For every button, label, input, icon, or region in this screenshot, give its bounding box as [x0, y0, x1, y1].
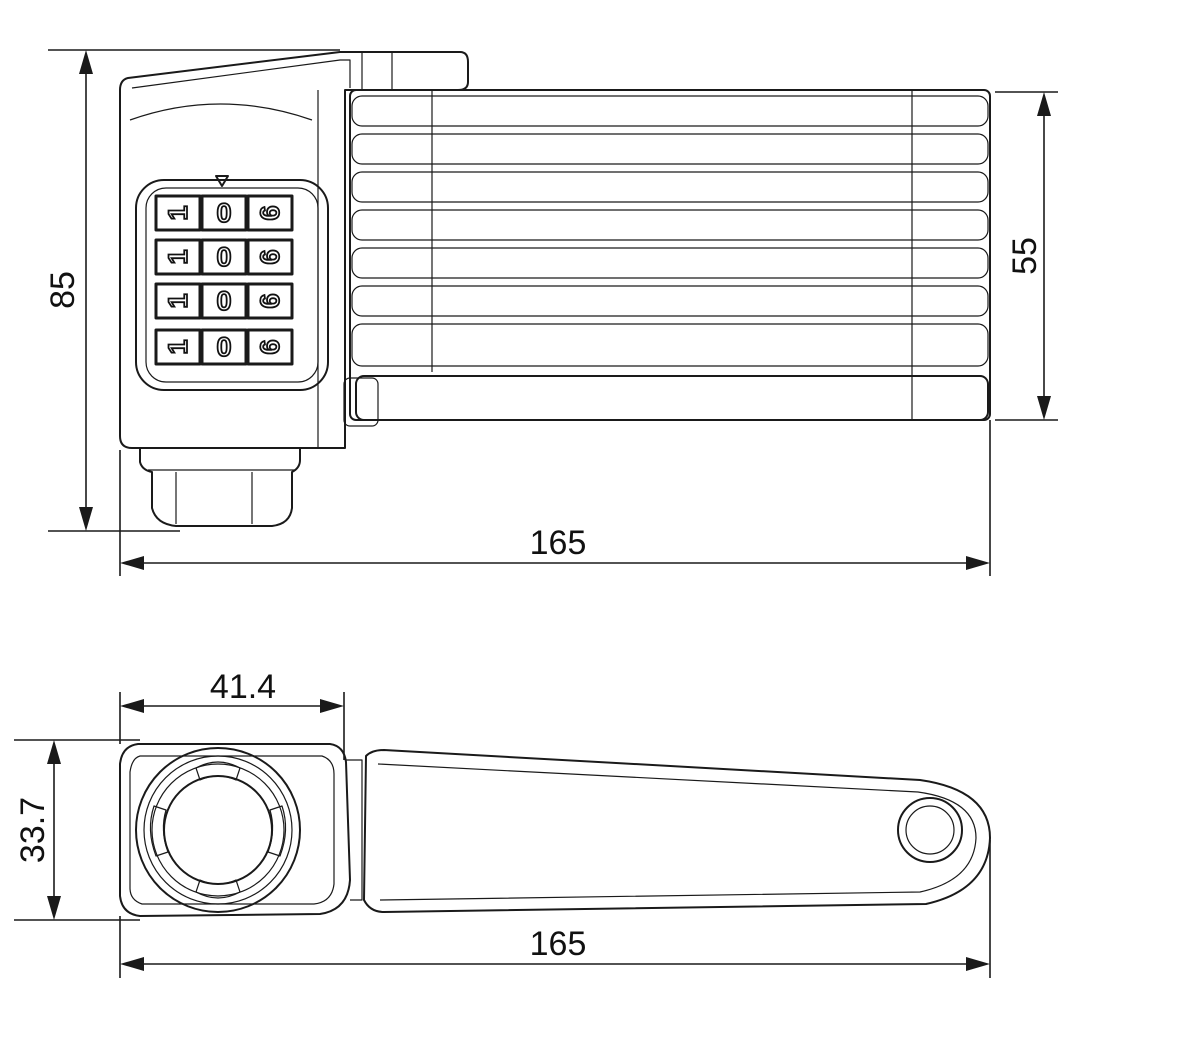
- side-view-dimensions: 41.4 33.7 165: [14, 668, 991, 978]
- cylinder-hinge: [343, 377, 379, 427]
- arrow-icon: [1037, 396, 1051, 420]
- dial-cell: [154, 238, 202, 276]
- lock-head-flap: [131, 59, 351, 89]
- lug: [195, 761, 241, 781]
- rib: [351, 247, 989, 279]
- dimension-label-165-bottom: 165: [530, 925, 587, 963]
- dial-digit: 6: [255, 205, 285, 220]
- rib: [351, 133, 989, 165]
- arrow-icon: [79, 50, 93, 74]
- side-connector: [346, 759, 363, 901]
- lug: [267, 805, 287, 857]
- arrow-icon: [320, 699, 344, 713]
- side-view-lock: [119, 743, 991, 917]
- arrow-icon: [120, 556, 144, 570]
- arrow-icon: [120, 957, 144, 971]
- dimension-label-85: 85: [44, 271, 82, 309]
- arrow-icon: [47, 740, 61, 764]
- dial-cell: [200, 238, 248, 276]
- shackle-ring-inner: [151, 763, 285, 897]
- shackle-ring-mid: [143, 755, 293, 905]
- side-head-inner: [129, 755, 335, 905]
- dial-cell: [246, 194, 294, 232]
- cylinder-base-plate: [355, 375, 989, 421]
- side-head-outline: [119, 743, 351, 917]
- dial-digit: 0: [216, 332, 231, 362]
- rib: [351, 95, 989, 127]
- handle-hole-inner: [905, 805, 955, 855]
- dimension-label-165-top: 165: [530, 524, 587, 562]
- rib: [351, 171, 989, 203]
- dimension-label-41-4: 41.4: [210, 668, 276, 706]
- lock-knob: [139, 447, 301, 527]
- cylinder-ribs: [351, 95, 989, 367]
- dial-digit: 0: [216, 242, 231, 272]
- lock-head-inner-curve: [129, 103, 313, 121]
- dial-cell: [246, 282, 294, 320]
- lug: [149, 805, 169, 857]
- dial-cell: [200, 282, 248, 320]
- dial-digit: 1: [163, 339, 193, 354]
- dimension-label-33-7: 33.7: [14, 797, 52, 863]
- dial-window-outer: [135, 179, 329, 391]
- arrow-icon: [47, 896, 61, 920]
- rib: [351, 285, 989, 317]
- side-handle-outline: [363, 749, 991, 913]
- handle-hole-outer: [897, 797, 963, 863]
- top-view-dimensions: 85 55 165: [44, 49, 1058, 576]
- shackle-bore: [163, 775, 273, 885]
- dial-digit: 1: [163, 293, 193, 308]
- arrow-icon: [79, 507, 93, 531]
- rib: [351, 209, 989, 241]
- dial-digit: 0: [216, 198, 231, 228]
- arrow-icon: [120, 699, 144, 713]
- arrow-icon: [1037, 92, 1051, 116]
- dial-cell: [246, 328, 294, 366]
- dial-pointer-icon: [215, 175, 229, 187]
- dial-cell: [154, 194, 202, 232]
- side-handle-inner: [377, 763, 977, 901]
- dial-cell: [200, 328, 248, 366]
- shackle-ring-outer: [135, 747, 301, 913]
- shackle-lugs: [149, 761, 287, 899]
- rib: [351, 323, 989, 367]
- lug: [195, 879, 241, 899]
- dial-cell: [200, 194, 248, 232]
- dial-digit: 1: [163, 249, 193, 264]
- dial-cell: [246, 238, 294, 276]
- dial-digit: 0: [216, 286, 231, 316]
- dimension-label-55: 55: [1006, 237, 1044, 275]
- arrow-icon: [966, 556, 990, 570]
- dial-digit: 6: [255, 293, 285, 308]
- dial-digit: 6: [255, 249, 285, 264]
- dial-digit: 1: [163, 205, 193, 220]
- dial-cell: [154, 328, 202, 366]
- dial-grid: [154, 194, 294, 366]
- arrow-icon: [966, 957, 990, 971]
- dial-digit: 6: [255, 339, 285, 354]
- dial-window-inner: [145, 187, 319, 383]
- dial-cell: [154, 282, 202, 320]
- dial-digits: 1 0 6 1 0 6 1 0 6 1 0 6: [162, 197, 286, 363]
- lock-cylinder: [349, 89, 991, 421]
- top-view-lock: 1 0 6 1 0 6 1 0 6 1 0 6: [119, 51, 991, 527]
